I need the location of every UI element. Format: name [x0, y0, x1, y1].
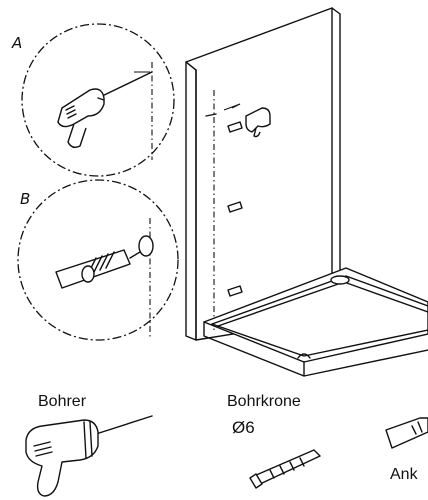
- shower-tray-icon: [203, 267, 428, 377]
- detail-b-anchor: [17, 179, 179, 341]
- detail-a-drilling: [21, 23, 175, 177]
- drill-bit-icon: [249, 449, 321, 489]
- wall-anchor-icon: [55, 235, 154, 289]
- drill-tool-icon: [25, 415, 153, 497]
- anchor-label: Ank: [390, 466, 418, 483]
- drill-icon: [57, 88, 105, 149]
- wall-drill-icon: [223, 103, 271, 138]
- drill-bit-label: Bohrkrone: [227, 393, 301, 410]
- step-b-label: B: [20, 190, 31, 208]
- step-a-label: A: [12, 34, 23, 52]
- drill-marks: [205, 113, 243, 297]
- anchor-tool-icon: [385, 417, 428, 449]
- drill-label: Bohrer: [38, 393, 87, 410]
- drill-bit-size: Ø6: [232, 418, 255, 437]
- wall-panel-icon: [185, 7, 341, 341]
